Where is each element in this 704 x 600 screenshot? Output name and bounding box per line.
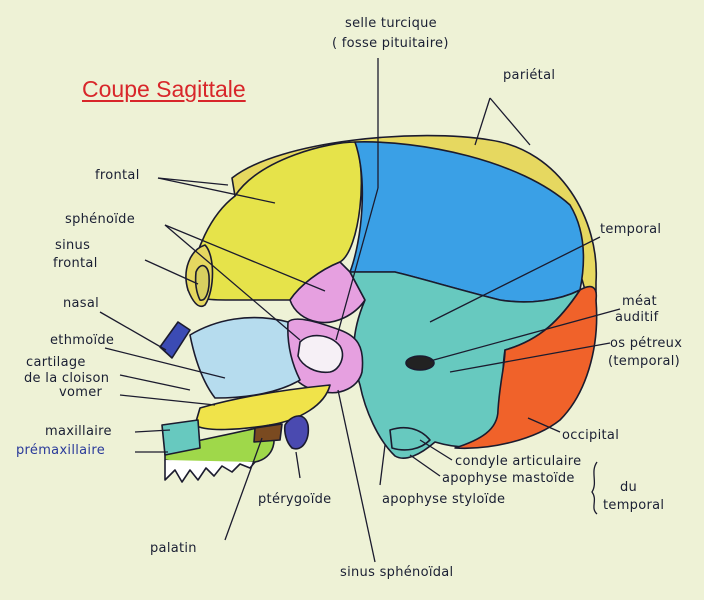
frontal-sinus-cavity <box>194 264 210 301</box>
label-meat: méat <box>622 294 657 309</box>
label-vomer: vomer <box>59 385 103 400</box>
label-temporal: temporal <box>600 222 662 237</box>
ethmoid-bone <box>189 316 301 399</box>
label-apophyse-styloide: apophyse styloïde <box>382 492 506 507</box>
label-sinus-frontal-1: sinus <box>55 238 91 253</box>
temporal-bracket <box>591 461 598 515</box>
label-palatin: palatin <box>150 541 197 556</box>
label-sinus-frontal-2: frontal <box>53 256 98 271</box>
teeth <box>164 460 256 483</box>
label-ethmoide: ethmoïde <box>50 333 115 348</box>
palatine-bone <box>253 423 283 443</box>
occipital-bone <box>454 285 598 450</box>
label-sphenoide: sphénoïde <box>65 212 136 227</box>
auditory-meatus <box>405 355 435 371</box>
label-parietal: pariétal <box>503 68 556 83</box>
label-sinus-sphenoidal: sinus sphénoïdal <box>340 565 454 580</box>
sphenoid-sinus <box>297 334 344 374</box>
nasal-bone <box>159 321 191 359</box>
maxilla-front-piece <box>161 419 201 456</box>
label-de-la-cloison: de la cloison <box>24 371 110 386</box>
label-du: du <box>620 480 638 495</box>
label-apophyse-mastoide: apophyse mastoïde <box>442 471 575 486</box>
leader-lines <box>99 58 621 563</box>
label-pterygoide: ptérygoïde <box>258 492 332 507</box>
label-os-petreux: os pétreux <box>610 336 683 351</box>
pterygoid-process <box>283 415 310 450</box>
label-selle-turcique: selle turcique <box>345 16 437 31</box>
label-fosse-pituitaire: ( fosse pituitaire) <box>332 36 449 51</box>
occipital-condyle <box>389 426 431 451</box>
label-frontal: frontal <box>95 168 140 183</box>
label-maxillaire: maxillaire <box>45 424 112 439</box>
label-du-temporal: temporal <box>603 498 665 513</box>
sphenoid-upper <box>289 261 366 324</box>
label-condyle: condyle articulaire <box>455 454 582 469</box>
label-auditif: auditif <box>615 310 659 325</box>
maxilla-bone <box>194 384 331 431</box>
label-nasal: nasal <box>63 296 100 311</box>
label-os-petreux-temporal: (temporal) <box>608 354 681 369</box>
label-cartilage: cartilage <box>26 355 86 370</box>
label-occipital: occipital <box>562 428 620 443</box>
diagram-title: Coupe Sagittale <box>82 76 246 102</box>
label-premaxillaire: prémaxillaire <box>16 443 106 458</box>
